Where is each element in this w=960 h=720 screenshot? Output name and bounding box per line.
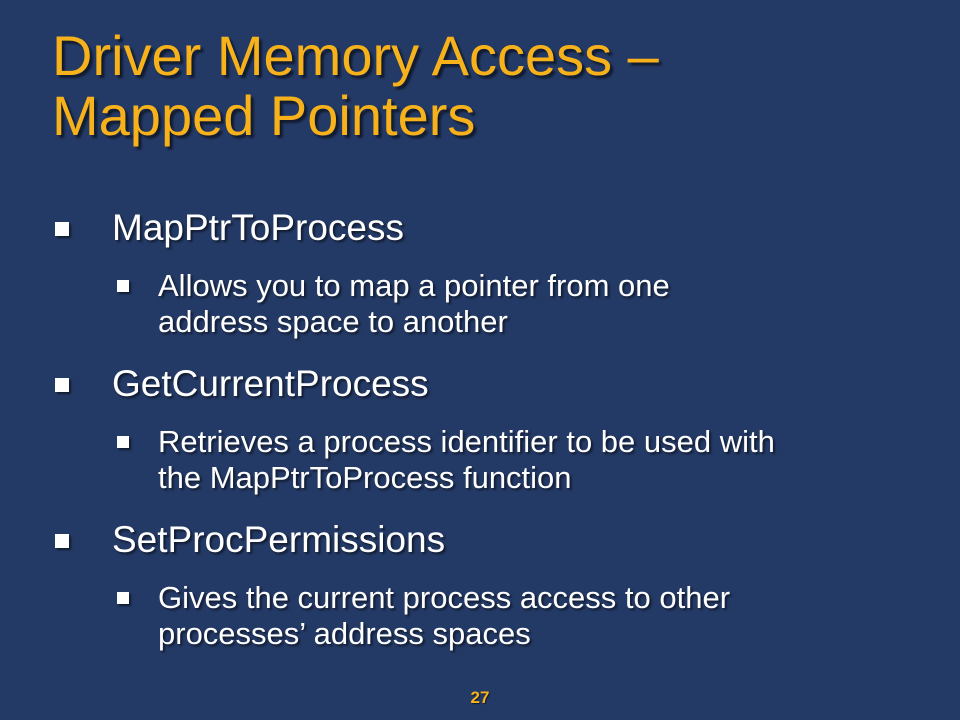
square-bullet-icon [55, 378, 69, 392]
page-number: 27 [470, 688, 490, 707]
sub-bullet-line: Gives the current process access to othe… [158, 580, 731, 615]
slide-title-line-2: Mapped Pointers [52, 84, 476, 147]
square-bullet-icon [55, 534, 69, 548]
square-bullet-icon [117, 436, 129, 448]
sub-bullet-line: the MapPtrToProcess function [158, 460, 572, 495]
square-bullet-icon [117, 592, 129, 604]
square-bullet-icon [117, 280, 129, 292]
bullet-label: MapPtrToProcess [112, 207, 404, 248]
bullet-label: GetCurrentProcess [112, 363, 429, 404]
sub-bullet-line: Allows you to map a pointer from one [158, 268, 670, 303]
bullet-label: SetProcPermissions [112, 519, 446, 560]
sub-bullet-line: Retrieves a process identifier to be use… [158, 424, 775, 459]
sub-bullet-text: Retrieves a process identifier to be use… [158, 424, 775, 496]
sub-bullet-line: address space to another [158, 304, 508, 339]
sub-bullet-text: Allows you to map a pointer from one add… [158, 268, 670, 340]
sub-bullet-line: processes’ address spaces [158, 616, 531, 651]
sub-bullet-text: Gives the current process access to othe… [158, 580, 730, 652]
slide-title-line-1: Driver Memory Access – [52, 24, 659, 87]
slide-title: Driver Memory Access – Mapped Pointers [52, 26, 932, 146]
square-bullet-icon [55, 222, 69, 236]
